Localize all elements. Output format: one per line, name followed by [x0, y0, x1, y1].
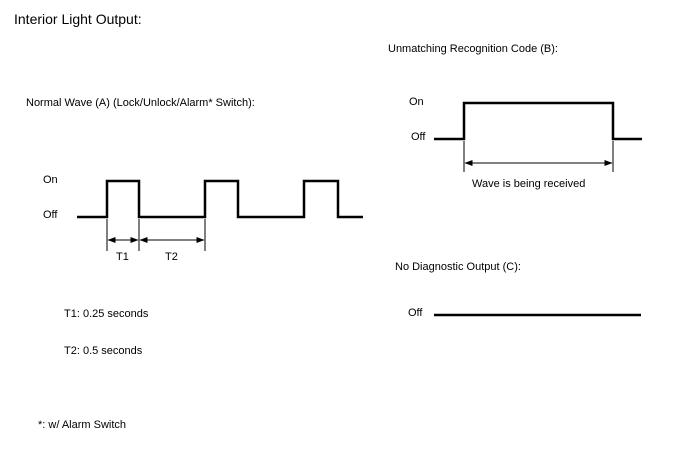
- wave-a-heading: Normal Wave (A) (Lock/Unlock/Alarm* Swit…: [26, 97, 255, 109]
- t2-note: T2: 0.5 seconds: [64, 345, 143, 357]
- footnote: *: w/ Alarm Switch: [38, 419, 127, 431]
- wave-b-heading: Unmatching Recognition Code (B):: [388, 43, 558, 55]
- wave-a-on-label: On: [43, 174, 58, 186]
- wave-b-off-label: Off: [411, 131, 426, 143]
- wave-c-off-label: Off: [408, 307, 423, 319]
- wave-b-on-label: On: [409, 96, 424, 108]
- wave-a-signal: [77, 179, 363, 219]
- t1-note: T1: 0.25 seconds: [64, 308, 149, 320]
- t1-label: T1: [116, 251, 129, 263]
- wave-b-dimension-label: Wave is being received: [472, 178, 586, 190]
- page-title: Interior Light Output:: [14, 11, 142, 27]
- wave-a-off-label: Off: [43, 209, 58, 221]
- wave-c-heading: No Diagnostic Output (C):: [395, 261, 521, 273]
- t2-label: T2: [165, 251, 178, 263]
- wave-b-signal: [434, 101, 642, 141]
